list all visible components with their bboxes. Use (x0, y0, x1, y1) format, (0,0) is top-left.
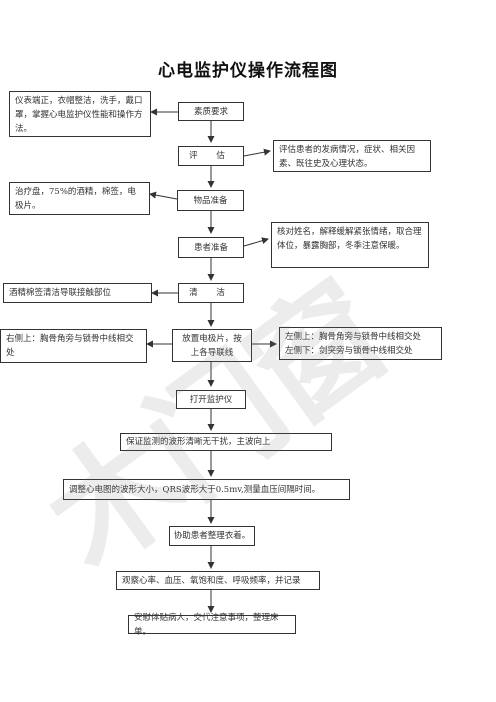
step-patient-preparation: 患者准备 (178, 237, 244, 258)
note-cleaning: 酒精棉签清洁导联接触部位 (3, 283, 152, 303)
step-comfort-patient: 安慰体贴病人，交代注意事项，整理床单。 (128, 613, 296, 637)
note-left-upper: 左侧上：胸骨角旁与锁骨中线相交处 (285, 332, 422, 342)
arrow-s4-n4 (243, 237, 269, 247)
step-place-electrodes: 放置电极片，按上各导联线 (172, 329, 252, 362)
step-item-preparation: 物品准备 (177, 190, 244, 211)
step-adjust-ecg: 调整心电图的波形大小，QRS波形大于0.5mv,测量血压间隔时间。 (63, 479, 350, 500)
step-observe-record: 观察心率、血压、氧饱和度、呼吸频率，并记录 (116, 571, 320, 590)
note-left-lower: 左侧下：剑突旁与锁骨中线相交处 (285, 346, 413, 356)
step-cleaning: 清 洁 (178, 283, 244, 303)
arrow-s2-n2 (243, 148, 271, 157)
step-help-dress: 协助患者整理衣着。 (169, 526, 255, 546)
step-ensure-waveform: 保证监测的波形清晰无干扰，主波向上 (120, 433, 332, 451)
page-title: 心电监护仪操作流程图 (158, 61, 338, 81)
arrow-s3-n3 (149, 191, 178, 200)
note-left-side: 左侧上：胸骨角旁与锁骨中线相交处 左侧下：剑突旁与锁骨中线相交处 (279, 327, 442, 360)
step-turn-on-monitor: 打开监护仪 (176, 390, 246, 409)
note-items: 治疗盘，75%的酒精，棉签，电极片。 (9, 182, 150, 215)
note-right-side: 右侧上：胸骨角旁与锁骨中线相交处 (0, 329, 147, 363)
note-assessment: 评估患者的发病情况，症状、相关因素、既往史及心理状态。 (273, 140, 431, 172)
note-patient: 核对姓名，解释缓解紧张情绪，取合理体位，暴露胸部，冬季注意保暖。 (271, 222, 429, 268)
step-assessment: 评 估 (178, 146, 244, 166)
note-quality: 仪表端正，衣帽整洁，洗手，戴口罩，掌握心电监护仪性能和操作方法。 (9, 91, 151, 137)
step-quality-requirements: 素质要求 (178, 102, 244, 121)
